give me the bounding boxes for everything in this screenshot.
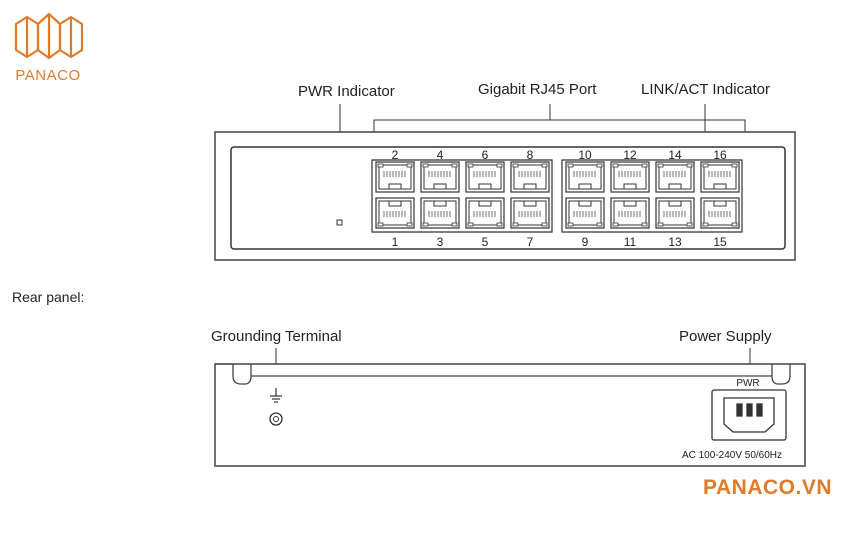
grounding-terminal-label: Grounding Terminal	[211, 328, 342, 345]
port-number: 6	[482, 148, 489, 162]
rj45-port	[700, 161, 740, 193]
book-icon	[14, 12, 84, 60]
port-number: 7	[527, 235, 534, 249]
rj45-port	[700, 197, 740, 229]
port-number: 10	[578, 148, 592, 162]
port-number: 5	[482, 235, 489, 249]
panaco-logo: PANACO	[14, 12, 84, 84]
port-number: 13	[668, 235, 682, 249]
port-number: 4	[437, 148, 444, 162]
power-supply-label: Power Supply	[679, 328, 772, 345]
power-inlet	[711, 389, 787, 441]
rj45-port	[510, 161, 550, 193]
rj45-port	[465, 197, 505, 229]
port-group-left	[371, 159, 553, 233]
logo-text: PANACO	[15, 67, 80, 84]
rj45-port	[610, 161, 650, 193]
rj45-port	[655, 161, 695, 193]
rear-panel: PWR AC 100-240V 50/60Hz	[214, 363, 806, 467]
port-group-right	[561, 159, 743, 233]
rj45-ports	[375, 161, 740, 229]
pwr-label: PWR	[736, 378, 759, 389]
port-number: 9	[582, 235, 589, 249]
ground-icon	[270, 388, 282, 403]
port-numbers-top: 2 4 6 8 10 12 14 16	[392, 148, 727, 162]
ac-rating-label: AC 100-240V 50/60Hz	[682, 450, 782, 461]
port-number: 15	[713, 235, 727, 249]
pwr-led	[336, 219, 343, 226]
rear-panel-title: Rear panel:	[12, 289, 84, 305]
rj45-port	[465, 161, 505, 193]
panaco-watermark: PANACO.VN	[703, 476, 832, 499]
port-number: 3	[437, 235, 444, 249]
rj45-port	[420, 197, 460, 229]
rj45-port	[655, 197, 695, 229]
rj45-port	[565, 161, 605, 193]
link-act-label: LINK/ACT Indicator	[641, 81, 770, 98]
pwr-indicator-label: PWR Indicator	[298, 83, 395, 100]
grounding-screw	[269, 412, 283, 426]
port-number: 8	[527, 148, 534, 162]
rj45-port	[375, 161, 415, 193]
port-number: 12	[623, 148, 637, 162]
rj45-port	[565, 197, 605, 229]
port-number: 2	[392, 148, 399, 162]
port-number: 11	[624, 235, 637, 249]
rj45-port	[510, 197, 550, 229]
port-number: 1	[392, 235, 399, 249]
rj45-port	[375, 197, 415, 229]
rj45-port	[610, 197, 650, 229]
port-number: 16	[713, 148, 727, 162]
rj45-port-label: Gigabit RJ45 Port	[478, 81, 597, 98]
port-number: 14	[668, 148, 682, 162]
rj45-port	[420, 161, 460, 193]
